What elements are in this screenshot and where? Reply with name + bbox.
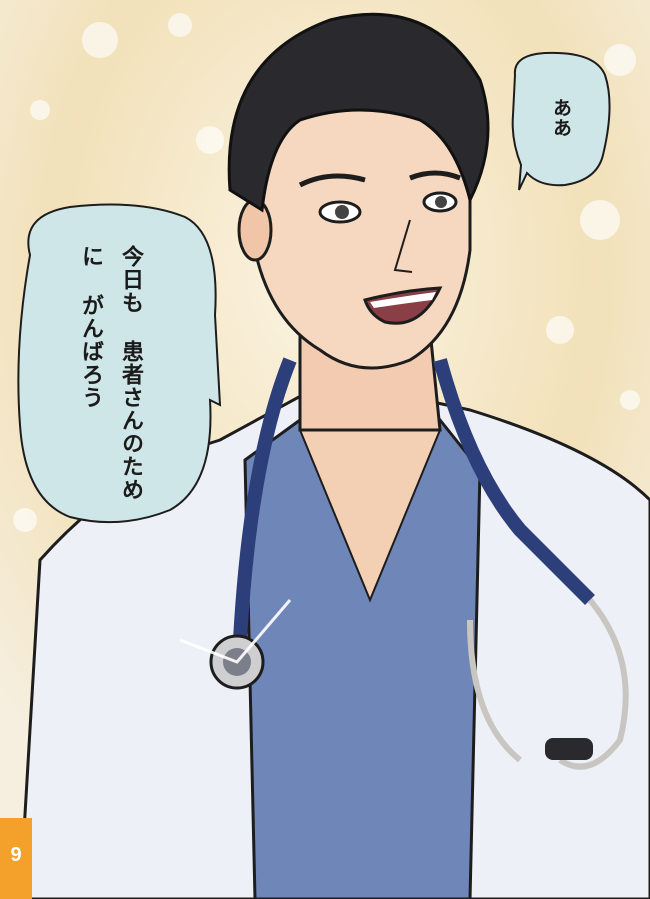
- speech-line-1: 今日も: [118, 245, 143, 314]
- hair: [227, 12, 490, 213]
- eyebrow-right: [409, 170, 461, 181]
- neck-v: [299, 429, 441, 603]
- stethoscope-tube-right: [433, 358, 595, 605]
- speech-bubble-1: [511, 51, 611, 191]
- teeth: [370, 292, 436, 308]
- stethoscope-binaural: [558, 598, 629, 770]
- speech-bubble-2: [17, 203, 222, 524]
- speech-text-2: 今日も 患者さんのために がんばろう: [70, 245, 150, 505]
- bokeh-lights: [13, 13, 640, 569]
- page-number-badge: 9: [0, 818, 32, 899]
- ear: [237, 198, 273, 262]
- stethoscope-tube-left: [233, 357, 297, 641]
- nose: [393, 219, 413, 273]
- speech-text-1: ああ: [550, 98, 572, 138]
- speech-line-2: 患者さんのために: [78, 245, 143, 501]
- sparkle: [179, 599, 292, 664]
- eyebrow-left: [298, 173, 366, 188]
- earpieces: [545, 738, 593, 760]
- speech-line-3: がんばろう: [78, 294, 103, 409]
